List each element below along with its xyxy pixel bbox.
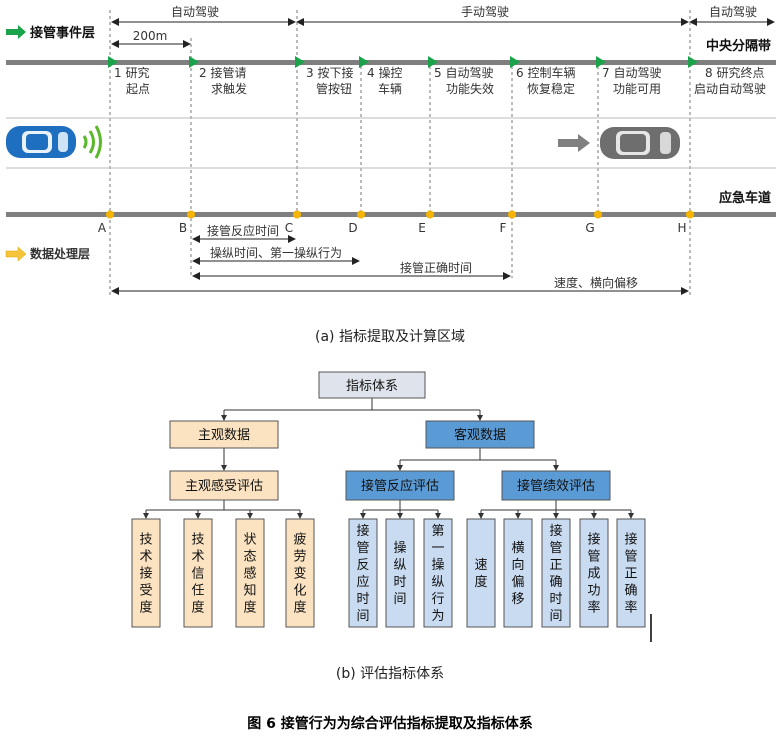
- perf-leaf-box: [467, 519, 495, 627]
- perf-leaf-label: 接管成功率: [587, 532, 600, 616]
- caption-b: (b) 评估指标体系: [336, 666, 444, 682]
- subj-eval-label: 主观感受评估: [185, 478, 263, 494]
- event-6-line-2: 恢复稳定: [527, 81, 575, 96]
- grey-arrow-icon: [558, 134, 590, 152]
- takeover-layer-label: 接管事件层: [30, 25, 95, 41]
- emergency-lane-label: 应急车道: [719, 190, 771, 206]
- span-operate-label: 操纵时间、第一操纵行为: [210, 245, 342, 260]
- event-8-line-1: 8 研究终点: [705, 65, 764, 80]
- caption-a: (a) 指标提取及计算区域: [315, 329, 465, 345]
- point-h: H: [677, 221, 686, 235]
- event-4-line-1: 4 操控: [367, 65, 402, 80]
- figure-caption: 图 6 接管行为为综合评估指标提取及指标体系: [247, 715, 533, 732]
- point-a: A: [98, 221, 107, 235]
- event-7-line-2: 功能可用: [613, 82, 661, 96]
- subj-leaf-label: 技术信任度: [191, 533, 204, 616]
- point-g: G: [585, 221, 594, 235]
- event-1-line-2: 起点: [126, 82, 150, 96]
- phase-manual: 手动驾驶: [461, 4, 509, 19]
- perf-eval-label: 接管绩效评估: [517, 478, 595, 494]
- point-b: B: [179, 221, 187, 235]
- subjective-label: 主观数据: [198, 428, 250, 443]
- event-2-line-1: 2 接管请: [199, 65, 246, 80]
- perf-leaf-box: [504, 519, 532, 627]
- reaction-eval-label: 接管反应评估: [361, 478, 439, 494]
- event-labels: 1 研究 起点 2 接管请 求触发 3 按下接 管按钮 4 操控 车辆 5 自动…: [114, 65, 766, 96]
- point-c: C: [285, 221, 293, 235]
- emergency-road-line: [6, 212, 776, 217]
- phase-auto-left: 自动驾驶: [171, 4, 219, 19]
- subj-leaf-label: 疲劳变化度: [293, 532, 306, 616]
- data-layer-label: 数据处理层: [30, 246, 90, 261]
- reaction-leaf-box: [386, 519, 414, 627]
- perf-leaf-label: 接管正确率: [624, 532, 637, 616]
- blue-car-icon: [6, 126, 76, 158]
- orange-arrow-icon: [6, 247, 26, 261]
- subj-leaf-label: 技术接受度: [139, 533, 152, 616]
- event-1-line-1: 1 研究: [114, 65, 149, 80]
- event-5-line-2: 功能失效: [446, 81, 494, 96]
- event-4-line-2: 车辆: [378, 81, 402, 96]
- root-label: 指标体系: [346, 379, 398, 394]
- subj-leaf-label: 状态感知度: [243, 533, 256, 616]
- objective-label: 客观数据: [454, 427, 506, 443]
- point-d: D: [348, 221, 357, 235]
- event-2-line-2: 求触发: [211, 81, 247, 96]
- event-6-line-1: 6 控制车辆: [516, 65, 575, 80]
- grey-car-icon: [600, 127, 680, 159]
- event-3-line-2: 管按钮: [316, 81, 352, 96]
- event-3-line-1: 3 按下接: [306, 65, 353, 80]
- phase-auto-right: 自动驾驶: [709, 4, 757, 19]
- point-labels: A B C D E F G H: [98, 221, 687, 235]
- event-5-line-1: 5 自动驾驶: [434, 65, 493, 80]
- point-f: F: [500, 221, 507, 235]
- event-7-line-1: 7 自动驾驶: [602, 65, 661, 80]
- green-arrow-icon: [6, 25, 26, 39]
- event-8-line-2: 启动自动驾驶: [694, 81, 766, 96]
- signal-icon: [84, 126, 101, 158]
- span-correct-label: 接管正确时间: [400, 260, 472, 275]
- span-speed-label: 速度、横向偏移: [554, 275, 638, 290]
- median-road-line: [6, 60, 776, 65]
- leaf-nodes: 技术接受度技术信任度状态感知度疲劳变化度接管反应时间操纵时间第一操纵行为速度横向…: [132, 519, 645, 627]
- distance-label: 200m: [133, 29, 168, 43]
- median-strip-label: 中央分隔带: [706, 38, 771, 54]
- span-reaction-label: 接管反应时间: [207, 223, 279, 238]
- point-e: E: [418, 221, 426, 235]
